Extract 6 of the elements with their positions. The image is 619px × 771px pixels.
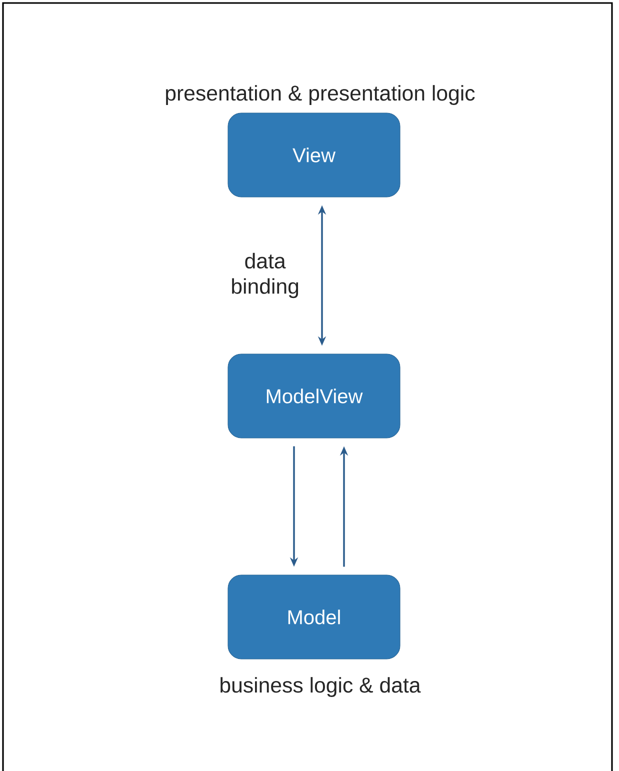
process-box: Model bbox=[228, 574, 400, 660]
layer-caption: presentation & presentation logic bbox=[166, 85, 475, 105]
edge-label: data binding bbox=[232, 252, 298, 298]
layer-caption: business logic & data bbox=[220, 677, 421, 697]
process-box: ModelView bbox=[228, 354, 400, 438]
process-box: View bbox=[228, 112, 400, 198]
